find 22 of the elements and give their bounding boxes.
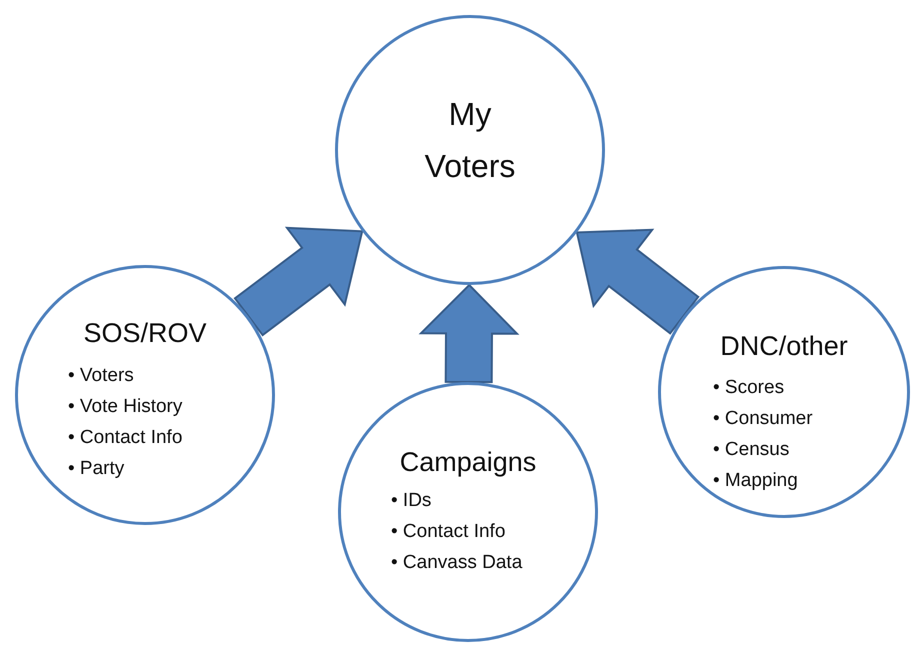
list-item: • Consumer	[713, 407, 813, 431]
list-item: • Canvass Data	[391, 551, 522, 575]
circle-node	[15, 265, 275, 525]
block-arrow	[418, 284, 520, 384]
list-item: • Voters	[68, 364, 134, 388]
block-arrow	[234, 226, 364, 337]
node-title: My Voters	[424, 95, 516, 186]
circle-node	[338, 382, 598, 642]
list-item: • Census	[713, 438, 790, 462]
node-heading: SOS/ROV	[83, 318, 207, 348]
node-heading: Campaigns	[400, 447, 536, 477]
list-item: • Party	[68, 457, 124, 481]
node-heading: DNC/other	[720, 331, 848, 361]
list-item: • IDs	[391, 489, 432, 513]
list-item: • Scores	[713, 376, 784, 400]
list-item: • Mapping	[713, 469, 798, 493]
list-item: • Contact Info	[68, 426, 182, 450]
block-arrow	[576, 228, 700, 335]
circle-node	[658, 266, 910, 518]
list-item: • Vote History	[68, 395, 182, 419]
list-item: • Contact Info	[391, 520, 506, 544]
circle-node	[335, 15, 605, 285]
